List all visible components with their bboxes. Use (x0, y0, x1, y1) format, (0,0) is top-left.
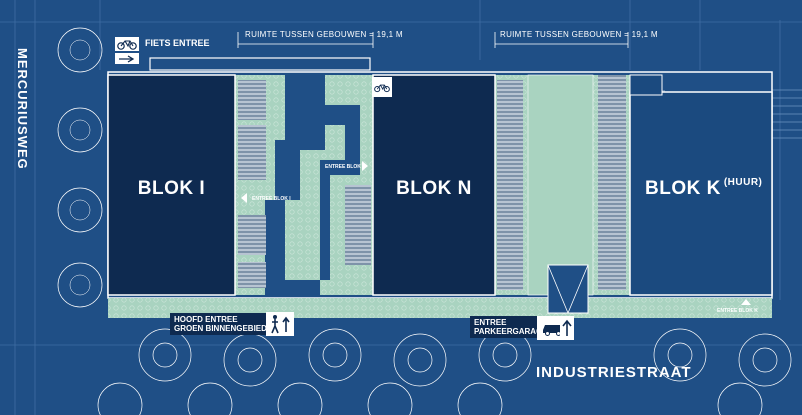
building-blok-k (629, 91, 773, 296)
dimension-right: RUIMTE TUSSEN GEBOUWEN = 19,1 M (500, 30, 658, 39)
blok-k-suffix: (HUUR) (723, 177, 763, 188)
dimension-left: RUIMTE TUSSEN GEBOUWEN = 19,1 M (245, 30, 403, 39)
label-entree-blok-i: ENTREE BLOK I (252, 196, 291, 202)
arrow-up-icon-parkeergarage (560, 316, 574, 340)
left-trees (57, 27, 103, 308)
parkeer-line1: ENTREE (474, 318, 507, 327)
label-hoofd-entree: HOOFD ENTREE GROEN BINNENGEBIED (170, 313, 271, 335)
label-blok-k: BLOK K (HUUR) (645, 175, 765, 203)
arrow-up-icon-blok-k (741, 299, 751, 305)
arrow-left-icon-blok-i (241, 193, 247, 203)
street-industriestraat: INDUSTRIESTRAAT (536, 364, 692, 381)
building-blok-i (107, 74, 236, 296)
pedestrian-icon (266, 312, 294, 336)
bicycle-icon-top-right (372, 77, 392, 97)
hoofd-entree-line2: GROEN BINNENGEBIED (174, 324, 267, 333)
street-mercuriusweg: MERCURIUSWEG (15, 48, 30, 170)
label-entree-blok-k: ENTREE BLOK K (717, 308, 758, 314)
top-path (149, 57, 371, 71)
label-fiets-entree: FIETS ENTREE (145, 38, 210, 48)
label-entree-parkeergarage: ENTREE PARKEERGARAGE (470, 316, 552, 338)
label-entree-blok-n: ENTREE BLOK N (325, 164, 366, 170)
blok-k-name: BLOK K (645, 178, 721, 199)
hoofd-entree-line1: HOOFD ENTREE (174, 315, 238, 324)
parkeer-line2: PARKEERGARAGE (474, 327, 548, 336)
front-trees (97, 328, 792, 415)
label-blok-i: BLOK I (137, 178, 206, 199)
arrow-right-icon-blok-n (362, 161, 368, 171)
right-parking-lines (772, 89, 802, 139)
label-blok-n: BLOK N (396, 178, 472, 199)
dimension-lines (237, 32, 629, 48)
building-blok-n (372, 74, 496, 296)
courtyard-path (265, 75, 325, 295)
arrow-right-icon (115, 53, 139, 64)
bicycle-icon (115, 37, 139, 51)
